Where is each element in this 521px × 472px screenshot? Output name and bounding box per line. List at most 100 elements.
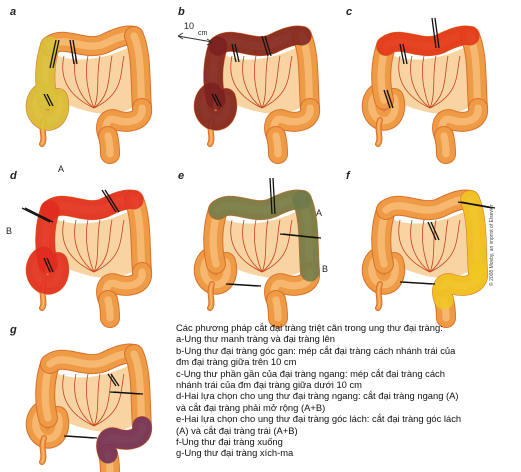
caption-line: d-Hai lựa chọn cho ung thư đại tràng nga…: [176, 390, 459, 402]
vessel: [93, 55, 125, 109]
vessel: [254, 55, 263, 109]
vessel: [429, 55, 461, 109]
resection-line: [261, 35, 269, 57]
caption-line: và cắt đại tràng phải mở rộng (A+B): [176, 401, 326, 413]
vessel: [422, 219, 431, 273]
panel-label: c: [346, 6, 353, 18]
resection-line: [402, 43, 408, 65]
vessel: [261, 219, 269, 273]
resection-line: [43, 93, 51, 107]
vessel: [93, 219, 125, 273]
colon-illustration: [21, 189, 153, 328]
vessel: [429, 55, 449, 109]
mark-a: A: [58, 164, 65, 174]
vessel: [429, 219, 461, 273]
vessel: [261, 55, 269, 109]
copyright-notice: © 2008 Mosby, an imprint of Elsevier: [489, 204, 495, 286]
resection-line: [69, 39, 75, 65]
vessel: [93, 373, 125, 427]
vessel: [429, 55, 437, 109]
vessel: [93, 373, 101, 427]
resection-line: [264, 35, 272, 57]
resection-line: [269, 177, 273, 215]
caption-line: nhánh trái của đm đại tràng giữa dưới 10…: [176, 379, 362, 391]
vessel: [422, 55, 431, 109]
vessel: [74, 219, 95, 273]
vessel: [86, 373, 95, 427]
vessel: [230, 219, 263, 273]
resection-line: [112, 391, 144, 395]
resection-line: [231, 43, 237, 63]
vessel: [93, 219, 113, 273]
resected-segment: [376, 26, 480, 56]
vessel: [86, 219, 95, 273]
dimension-arrow: [177, 35, 213, 43]
vessel: [429, 219, 449, 273]
panel-label: e: [178, 170, 185, 182]
vessel: [62, 219, 95, 273]
colon-illustration: [193, 177, 322, 328]
vessel: [62, 55, 95, 109]
dimension-unit: cm: [198, 30, 208, 37]
resected-segment: [208, 190, 312, 220]
colon-illustration: [361, 189, 496, 328]
resected-segment: [460, 190, 488, 282]
vessel: [62, 373, 95, 427]
resection-line: [104, 189, 120, 213]
resection-line: [24, 207, 54, 223]
resection-line: [282, 233, 322, 239]
resected-segment: [96, 416, 152, 464]
colon-illustration: [177, 25, 321, 164]
vessel: [261, 219, 293, 273]
resection-line: [46, 93, 54, 107]
vessel: [410, 55, 431, 109]
vessel: [261, 55, 281, 109]
caption-line: a-Ung thư manh tràng và đại tràng lên: [176, 333, 335, 345]
resection-line: [272, 177, 276, 215]
figure-caption: Các phương pháp cắt đại tràng triệt căn …: [176, 322, 516, 459]
caption-title: Các phương pháp cắt đại tràng triệt căn …: [176, 322, 443, 333]
resection-line: [234, 43, 240, 63]
caption-line: c-Ung thư phần gần của đại tràng ngang: …: [176, 367, 445, 379]
caption-line: f-Ung thư đại tràng xuống: [176, 436, 283, 448]
resected-segment: [292, 190, 320, 282]
resection-line: [110, 373, 120, 387]
resected-segment: [26, 82, 69, 131]
resection-line: [228, 283, 262, 287]
resection-line: [211, 93, 219, 107]
resection-line: [383, 89, 391, 109]
panel-b: b 10 cm: [172, 4, 332, 164]
resection-line: [460, 201, 496, 209]
panel-label: b: [178, 6, 185, 18]
resection-line: [46, 257, 54, 273]
caption-line: đm đại tràng giữa trên 10 cm: [176, 356, 297, 368]
vessel: [261, 219, 281, 273]
vessel: [254, 219, 263, 273]
vessel: [74, 55, 95, 109]
resected-segment: [35, 36, 60, 110]
vessel: [242, 219, 263, 273]
panel-a: a: [4, 4, 164, 164]
mark-b: B: [6, 226, 13, 236]
panel-label: f: [346, 170, 350, 182]
resected-segment: [432, 262, 488, 310]
panel-d: d A B: [4, 164, 164, 328]
panel-g: g: [4, 322, 164, 472]
dimension-label: 10: [184, 21, 195, 31]
panel-f: f: [340, 168, 500, 328]
vessel: [93, 55, 101, 109]
colon-illustration: [25, 25, 153, 164]
vessel: [74, 373, 95, 427]
vessel: [398, 55, 431, 109]
resected-segment: [208, 26, 312, 56]
caption-line: b-Ung thư đại tràng góc gan: mép cắt đại…: [176, 344, 456, 356]
panel-e: e A B: [172, 168, 332, 328]
caption-line: (A) và cắt đại tràng trái (A+B): [176, 424, 298, 436]
resection-line: [21, 207, 51, 223]
vessel: [230, 55, 263, 109]
resection-line: [430, 221, 440, 241]
resection-line: [399, 43, 405, 65]
resection-line: [101, 189, 117, 213]
resected-segment: [26, 246, 69, 295]
resection-line: [214, 93, 222, 107]
